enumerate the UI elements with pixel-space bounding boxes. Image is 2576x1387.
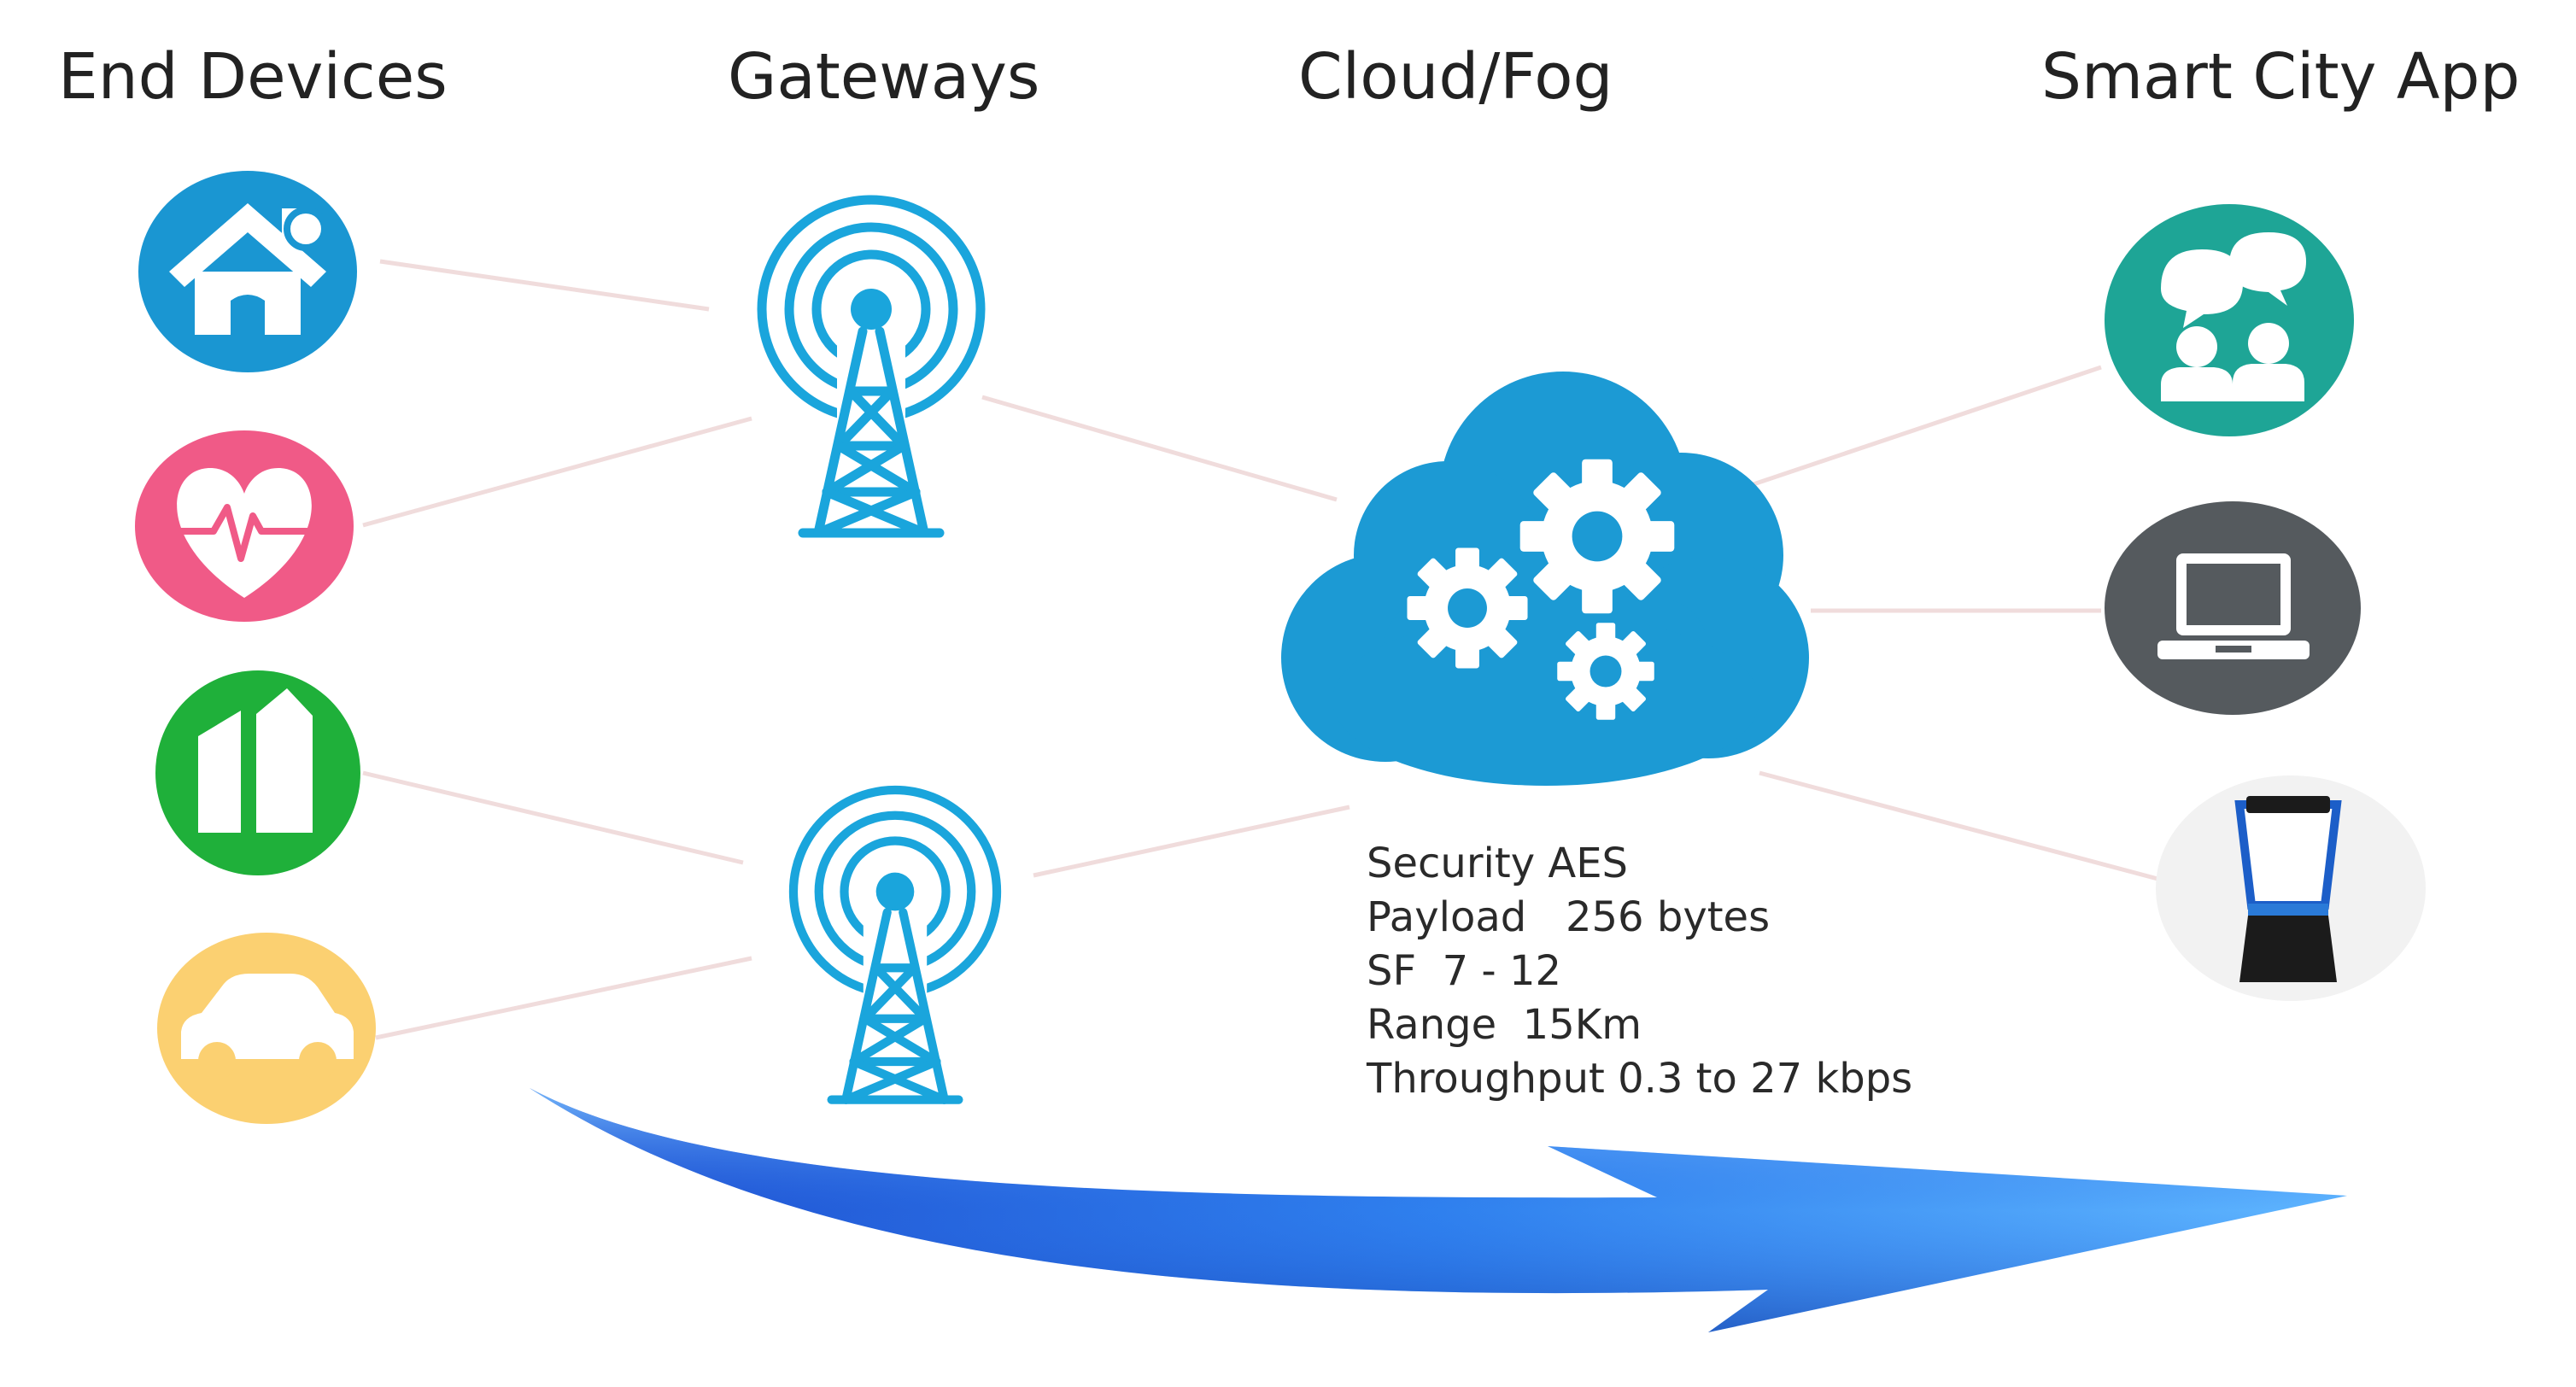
link-gateway-cloud-bottom xyxy=(1033,805,1350,878)
spec-range: Range 15Km xyxy=(1367,1001,1642,1049)
end-device-building xyxy=(155,670,360,875)
link-car-gateway xyxy=(375,956,752,1040)
end-device-health xyxy=(135,430,354,622)
community-users-icon xyxy=(2105,204,2354,436)
app-blender xyxy=(2156,775,2426,1001)
gateway-top xyxy=(762,200,981,533)
heading-end-devices: End Devices xyxy=(58,40,448,114)
heading-smart-city-app: Smart City App xyxy=(2041,40,2520,114)
spec-throughput: Throughput 0.3 to 27 kbps xyxy=(1366,1055,1912,1103)
spec-payload: Payload 256 bytes xyxy=(1367,893,1770,941)
gateway-tower-icon xyxy=(762,200,981,533)
cloud-gears-icon xyxy=(1281,372,1809,786)
link-building-gateway xyxy=(362,770,744,865)
data-flow-arrow xyxy=(530,1088,2347,1332)
link-health-gateway xyxy=(362,416,752,528)
end-device-car xyxy=(157,933,376,1124)
gateway-bottom xyxy=(793,790,997,1100)
heading-gateways: Gateways xyxy=(728,40,1039,114)
link-cloud-community xyxy=(1750,365,2102,488)
cloud-fog xyxy=(1281,372,1809,786)
link-cloud-blender xyxy=(1759,770,2162,882)
app-community xyxy=(2105,204,2354,436)
heading-cloud-fog: Cloud/Fog xyxy=(1298,40,1613,114)
app-laptop xyxy=(2105,501,2361,715)
spec-security: Security AES xyxy=(1367,840,1628,887)
spec-sf: SF 7 - 12 xyxy=(1367,947,1561,995)
spec-list: Security AES Payload 256 bytes SF 7 - 12… xyxy=(1366,840,1912,1103)
end-device-home xyxy=(138,171,357,372)
connection-lines xyxy=(362,259,2162,1040)
gateway-tower-icon xyxy=(793,790,997,1100)
link-gateway-cloud-top xyxy=(981,395,1338,502)
link-home-gateway xyxy=(379,259,710,312)
